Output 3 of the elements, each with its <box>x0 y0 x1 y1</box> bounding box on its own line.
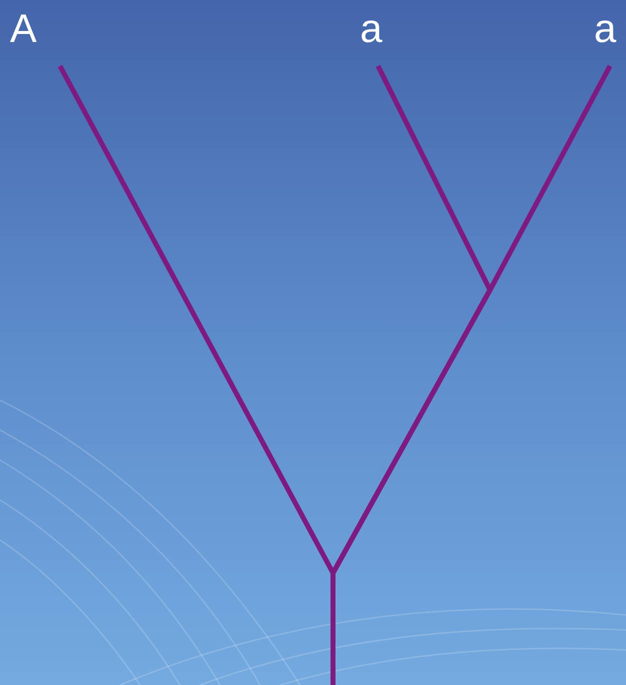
allele-label: A <box>10 6 37 52</box>
allele-label: a <box>594 6 616 52</box>
allele-label: a <box>360 6 382 52</box>
